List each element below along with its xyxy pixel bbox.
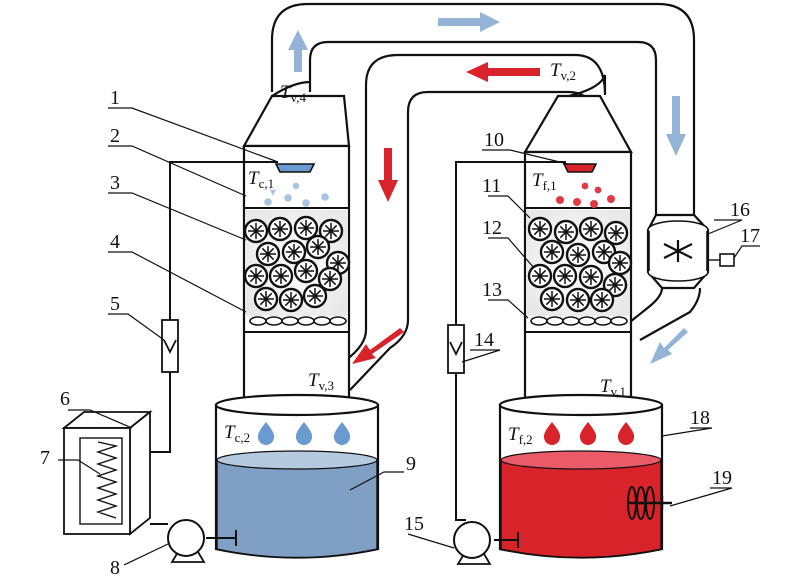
label-19: 19 bbox=[712, 467, 732, 489]
support-plate-hot bbox=[527, 316, 629, 326]
cold-arrow-down-right2 bbox=[650, 328, 688, 364]
leader-lines bbox=[58, 107, 760, 566]
temp-tv2: Tv,2 bbox=[550, 60, 576, 83]
temp-tf1: Tf,1 bbox=[532, 170, 557, 193]
label-11: 11 bbox=[482, 175, 501, 197]
hot-arrow-down bbox=[378, 148, 398, 202]
cold-arrow-up bbox=[288, 30, 308, 72]
part-number-labels: 1 2 3 4 5 6 7 8 9 10 11 12 13 14 15 16 1… bbox=[40, 87, 760, 579]
label-2: 2 bbox=[110, 125, 120, 147]
hot-arrow-diag bbox=[352, 328, 404, 364]
cold-droplets-tank bbox=[257, 422, 351, 445]
label-3: 3 bbox=[110, 172, 120, 194]
label-9: 9 bbox=[406, 453, 416, 475]
flowmeter-14 bbox=[447, 324, 465, 374]
label-14: 14 bbox=[474, 329, 494, 351]
temperature-labels: Tv,4 Tv,2 Tc,1 Tf,1 Tv,3 Tv,1 Tc,2 Tf,2 bbox=[224, 60, 626, 447]
flowmeter-5 bbox=[161, 319, 179, 373]
temp-tf2: Tf,2 bbox=[508, 424, 533, 447]
hot-droplets-tank bbox=[543, 422, 635, 445]
temp-tv3: Tv,3 bbox=[308, 370, 334, 393]
temp-tc2: Tc,2 bbox=[224, 422, 250, 445]
hot-droplet bbox=[579, 422, 597, 445]
cold-liquid-loop bbox=[150, 166, 237, 548]
cold-tank bbox=[214, 393, 380, 559]
temp-tv4: Tv,4 bbox=[280, 82, 306, 105]
label-6: 6 bbox=[60, 388, 70, 410]
temp-tv1: Tv,1 bbox=[600, 376, 626, 399]
support-plate-cold bbox=[246, 316, 347, 326]
label-17: 17 bbox=[740, 225, 760, 247]
hot-droplet bbox=[543, 422, 561, 445]
temp-tc1: Tc,1 bbox=[248, 168, 274, 191]
hot-droplet bbox=[617, 422, 635, 445]
flow-arrows bbox=[288, 12, 688, 364]
cold-droplet bbox=[295, 422, 313, 445]
hot-arrow-left bbox=[466, 62, 540, 82]
label-8: 8 bbox=[110, 557, 120, 579]
chiller-6 bbox=[61, 410, 153, 536]
label-15: 15 bbox=[404, 513, 424, 535]
heat-exchanger-16 bbox=[646, 213, 735, 290]
label-16: 16 bbox=[730, 199, 750, 221]
hot-droplets-tower bbox=[556, 182, 615, 208]
label-5: 5 bbox=[110, 293, 120, 315]
hot-tank bbox=[498, 393, 664, 559]
label-12: 12 bbox=[482, 217, 502, 239]
pump-15 bbox=[453, 521, 492, 565]
heater-19 bbox=[627, 486, 672, 520]
spray-nozzle-cold bbox=[169, 161, 316, 173]
label-4: 4 bbox=[110, 231, 120, 253]
label-10: 10 bbox=[484, 129, 504, 151]
label-7: 7 bbox=[40, 447, 50, 469]
hot-liquid-loop bbox=[455, 368, 519, 548]
cold-droplet bbox=[333, 422, 351, 445]
cold-droplets-tower bbox=[264, 182, 329, 207]
pump-8 bbox=[167, 519, 206, 563]
cold-arrow-right bbox=[438, 12, 500, 32]
label-18: 18 bbox=[690, 407, 710, 429]
cold-droplet bbox=[257, 422, 275, 445]
label-13: 13 bbox=[482, 279, 502, 301]
cold-arrow-down-right bbox=[666, 96, 686, 156]
label-1: 1 bbox=[110, 87, 120, 109]
